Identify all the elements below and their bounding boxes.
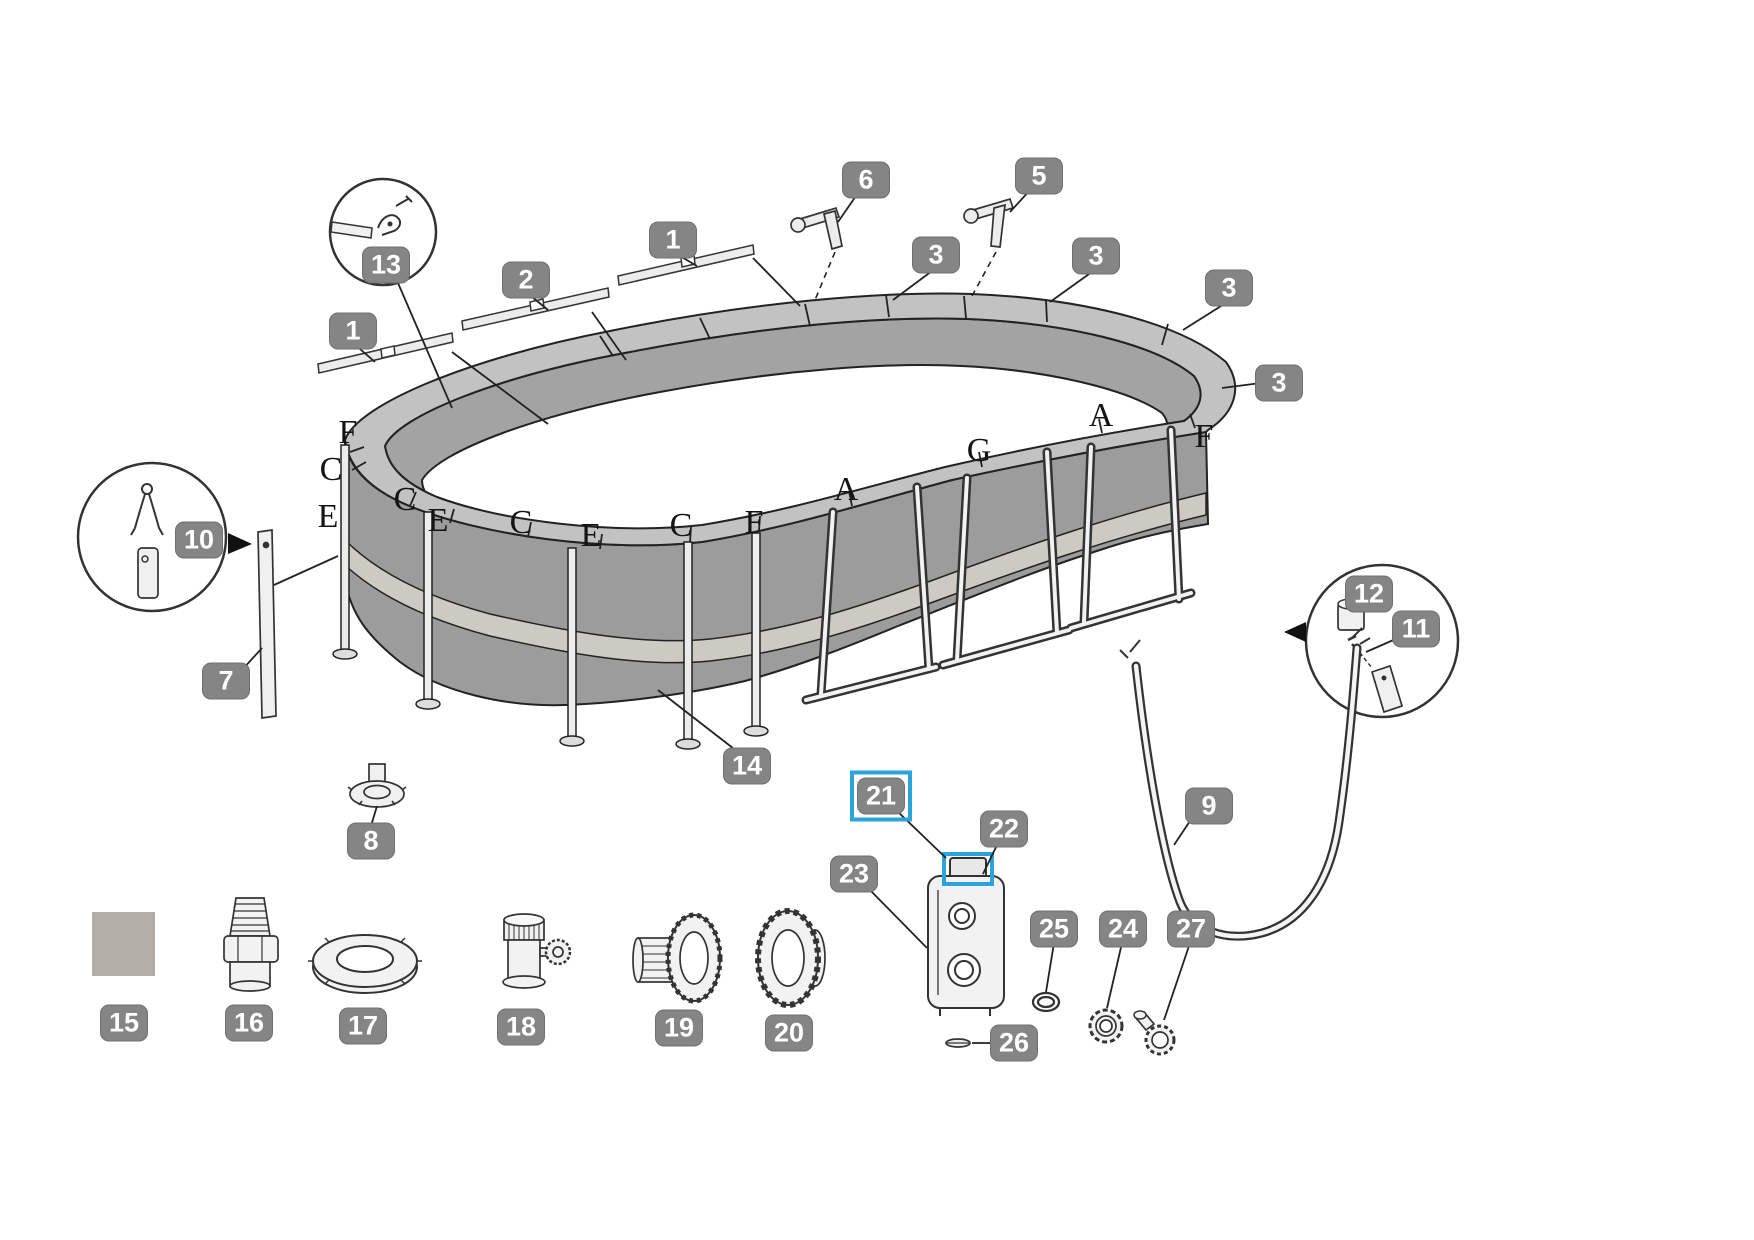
frame-letter: F	[338, 414, 358, 451]
drain-valve-part-27	[1133, 1010, 1176, 1056]
frame-letter: E	[427, 502, 449, 539]
part-badge-23[interactable]: 23	[830, 855, 878, 893]
ground-cloth-part-15	[92, 912, 155, 976]
adapter-part-16	[223, 897, 279, 992]
frame-letter: C	[393, 481, 417, 518]
frame-letter: E	[580, 517, 602, 554]
frame-letter: C	[669, 507, 693, 544]
ladder-part-9	[1119, 627, 1371, 941]
strainer-part-19	[632, 912, 723, 1004]
part-badge-3d[interactable]: 3	[1255, 364, 1303, 402]
part-badge-9[interactable]: 9	[1185, 787, 1233, 825]
part-badge-21[interactable]: 21	[850, 770, 912, 822]
part-badge-13[interactable]: 13	[362, 246, 410, 284]
strainer-part-20	[755, 908, 826, 1008]
control-valve-part-18	[502, 913, 572, 989]
pool-frame-drawing	[332, 292, 1237, 750]
frame-letter: A	[833, 471, 859, 508]
part-badge-1b[interactable]: 1	[329, 312, 377, 350]
frame-letter: E	[317, 498, 339, 535]
o-ring-part-25	[1031, 991, 1061, 1013]
frame-letter: F	[744, 504, 764, 541]
lock-nut-part-24	[1088, 1008, 1124, 1044]
part-badge-16[interactable]: 16	[225, 1004, 273, 1042]
leg-part-7	[257, 529, 277, 719]
pin-part-26	[945, 1038, 971, 1048]
part-badge-8[interactable]: 8	[347, 822, 395, 860]
leader-lines	[241, 188, 1399, 1044]
pool-mid-band	[344, 492, 1207, 664]
part-badge-24[interactable]: 24	[1099, 910, 1147, 948]
part-badge-12[interactable]: 12	[1345, 575, 1393, 613]
part-badge-22[interactable]: 22	[980, 810, 1028, 848]
part-badge-15[interactable]: 15	[100, 1004, 148, 1042]
pump-highlight-box	[942, 852, 994, 886]
part-badge-14[interactable]: 14	[723, 747, 771, 785]
zoom-arrow	[228, 533, 252, 554]
part-badge-2[interactable]: 2	[502, 261, 550, 299]
part-badge-17[interactable]: 17	[339, 1007, 387, 1045]
frame-letter: G	[966, 432, 992, 469]
tee-connector-part-5	[963, 197, 1015, 248]
detail-callout-10	[76, 461, 252, 613]
frame-letter: F	[1194, 418, 1214, 455]
pool-top-rim	[343, 292, 1237, 547]
part-badge-25[interactable]: 25	[1030, 910, 1078, 948]
part-badge-7[interactable]: 7	[202, 662, 250, 700]
part-badge-6[interactable]: 6	[842, 161, 890, 199]
leg-base-part-8	[347, 763, 407, 808]
pump-part-21-23	[927, 852, 1005, 1016]
rim-joint-ticks	[349, 294, 1196, 550]
part-badge-27[interactable]: 27	[1167, 910, 1215, 948]
part-badge-5[interactable]: 5	[1015, 157, 1063, 195]
part-badge-19[interactable]: 19	[655, 1009, 703, 1047]
part-badge-10[interactable]: 10	[175, 521, 223, 559]
part-badge-3a[interactable]: 3	[912, 236, 960, 274]
insert-guide-lines	[814, 251, 997, 301]
part-badge-26[interactable]: 26	[990, 1024, 1038, 1062]
part-badge-3c[interactable]: 3	[1205, 269, 1253, 307]
part-badge-1a[interactable]: 1	[649, 221, 697, 259]
part-badge-20[interactable]: 20	[765, 1014, 813, 1052]
part-badge-18[interactable]: 18	[497, 1008, 545, 1046]
frame-letter: A	[1088, 397, 1114, 434]
tee-connector-part-6	[790, 206, 843, 251]
frame-letter: C	[509, 504, 533, 541]
pool-wind-braces	[801, 425, 1196, 705]
frame-letter: C	[319, 451, 343, 488]
top-rail-parts	[317, 244, 755, 374]
part-badge-11[interactable]: 11	[1392, 610, 1440, 648]
zoom-arrow	[1284, 622, 1306, 642]
cap-part-17	[308, 934, 422, 994]
part-badge-3b[interactable]: 3	[1072, 237, 1120, 275]
pool-legs	[332, 444, 769, 750]
